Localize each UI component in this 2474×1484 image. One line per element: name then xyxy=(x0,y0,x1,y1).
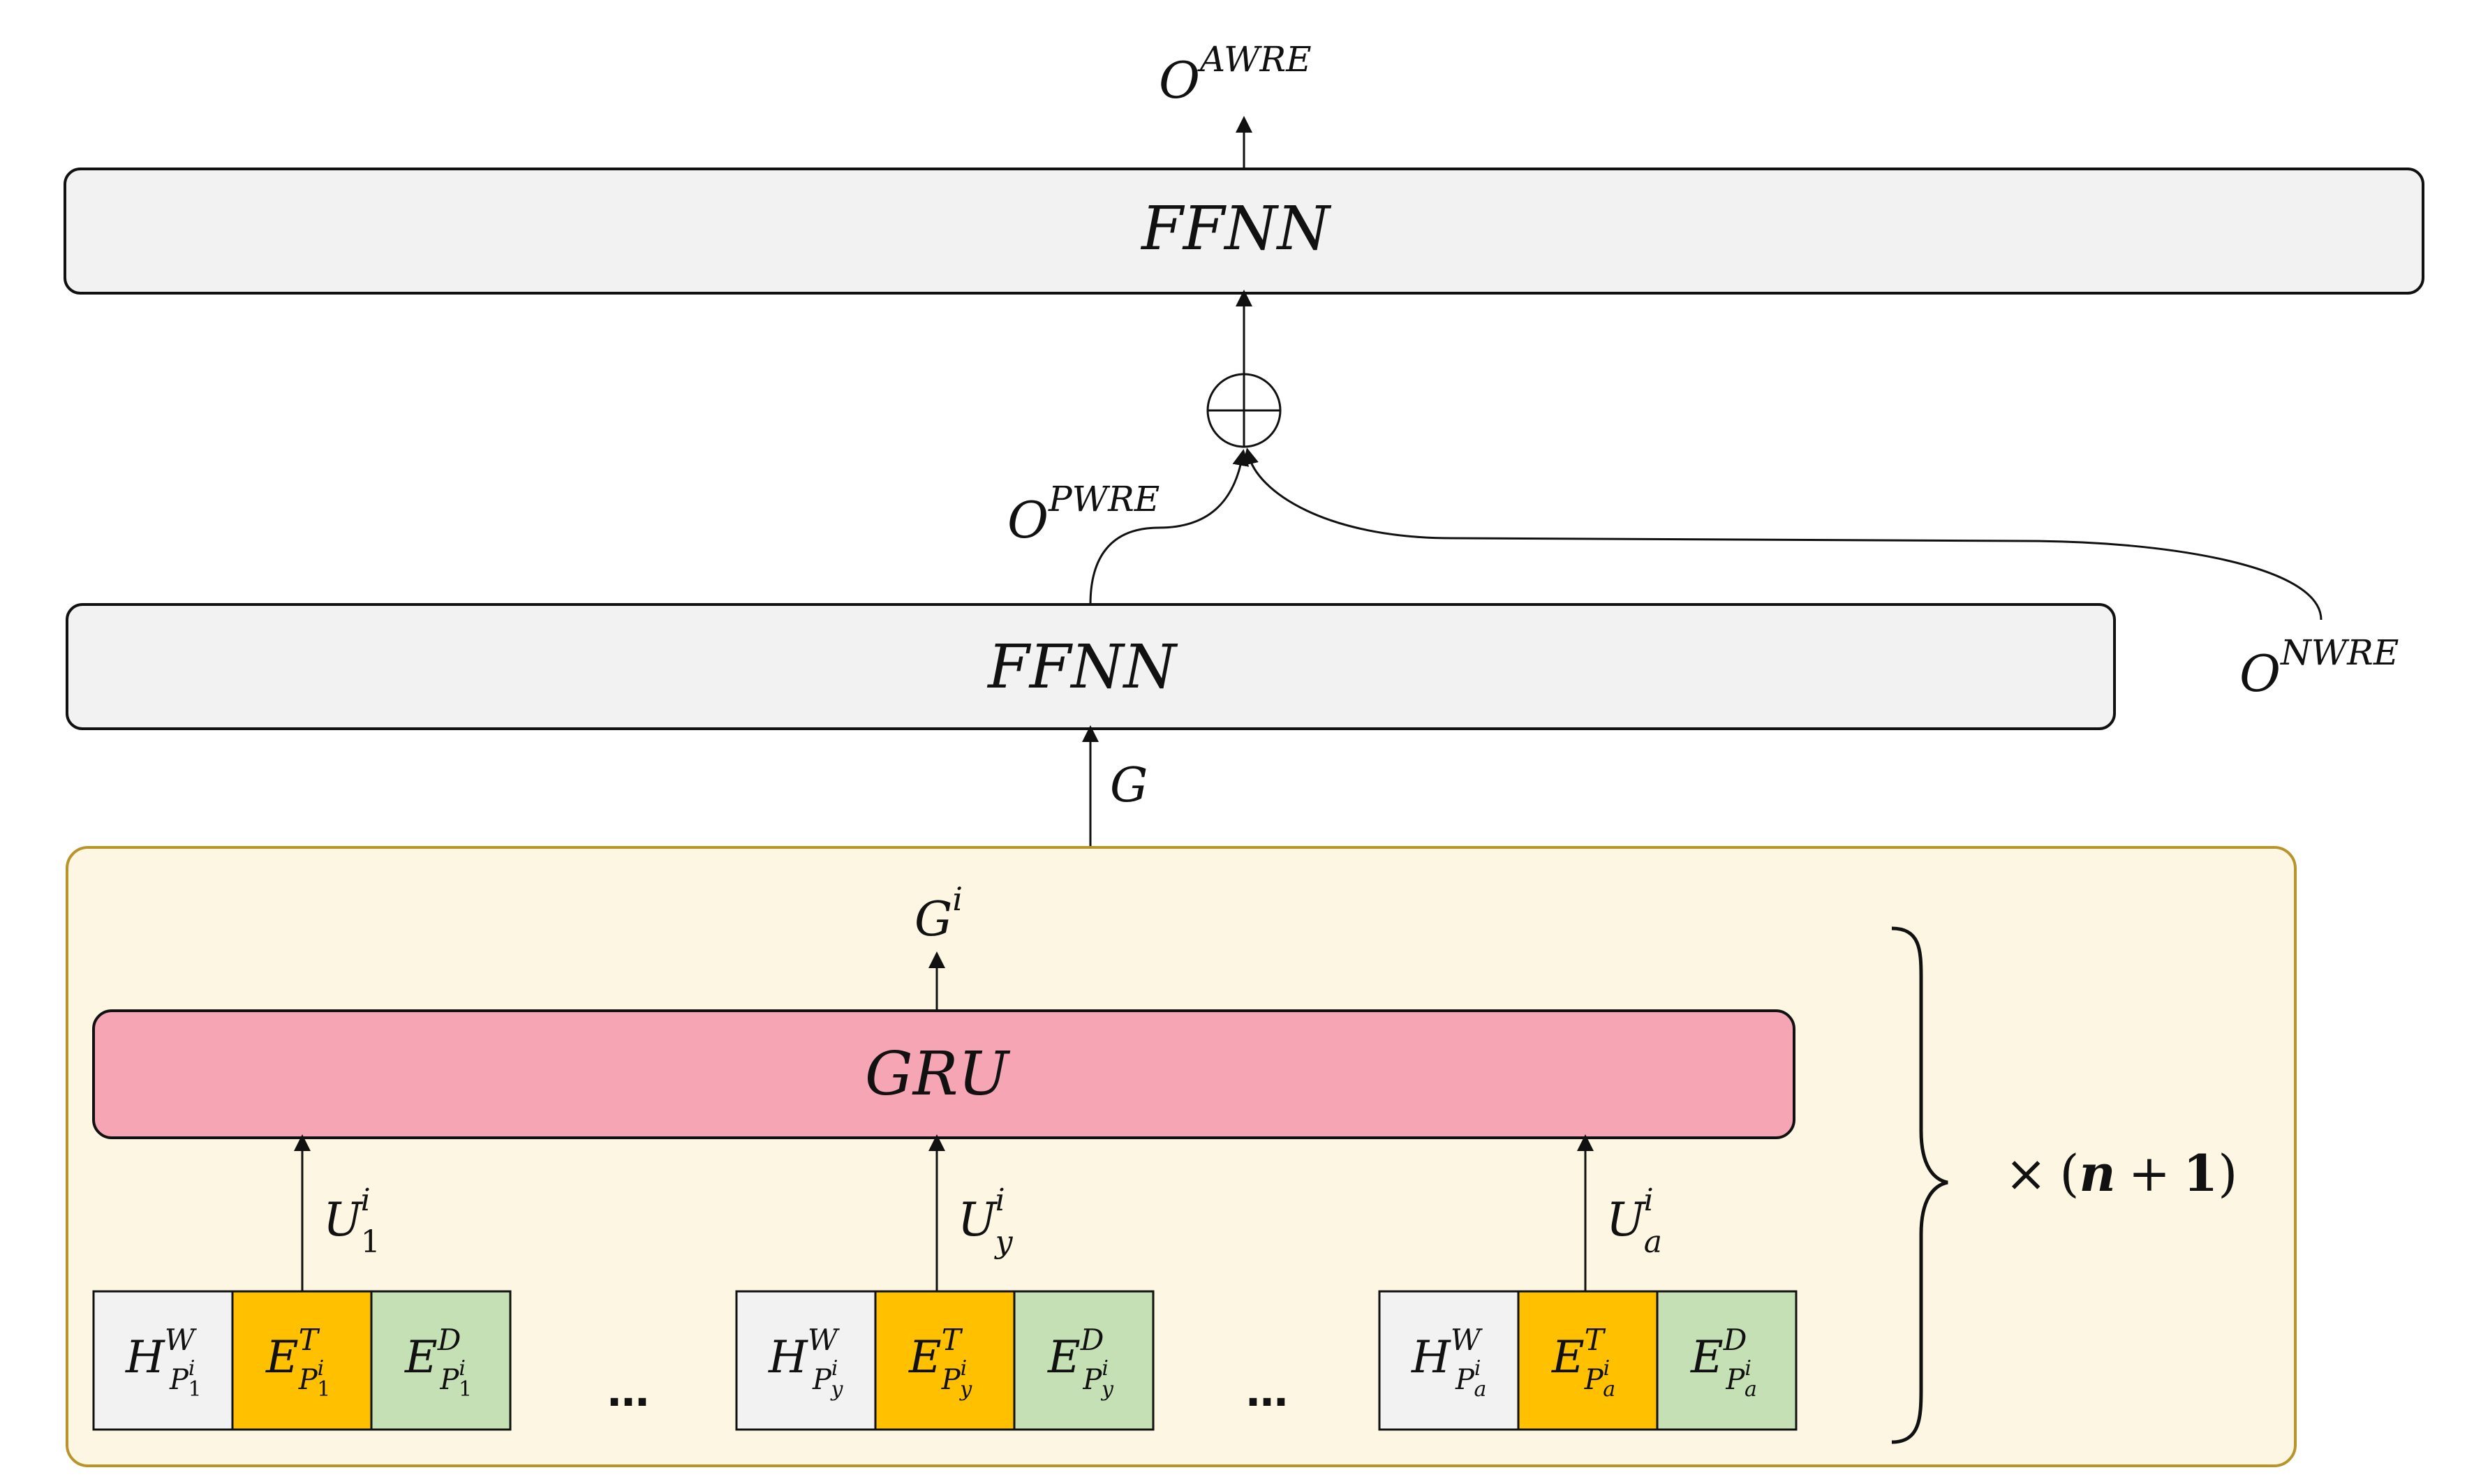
repeat-brace-icon xyxy=(1891,926,1948,1444)
output-nwre-label: ONWRE xyxy=(2239,632,2399,703)
nwre-curve xyxy=(1242,447,2323,621)
top-ffnn-label: FFNN xyxy=(1140,194,1332,264)
et-cell-3 xyxy=(1517,1290,1659,1431)
g-label: G xyxy=(1110,758,1148,813)
h-cell-2 xyxy=(735,1290,877,1431)
mid-ffnn-label: FFNN xyxy=(986,632,1178,702)
ed-cell-3 xyxy=(1656,1290,1798,1431)
ellipsis-1: … xyxy=(607,1367,649,1416)
pwre-curve xyxy=(1089,449,1250,605)
h-cell-3 xyxy=(1378,1290,1520,1431)
ed-cell-2 xyxy=(1013,1290,1155,1431)
output-awre-label: OAWRE xyxy=(1159,39,1312,110)
et-cell-2 xyxy=(874,1290,1016,1431)
et-cell-1 xyxy=(231,1290,373,1431)
output-pwre-label: OPWRE xyxy=(1007,479,1160,549)
ed-cell-1 xyxy=(370,1290,512,1431)
gi-label: Gi xyxy=(914,880,963,947)
ellipsis-2: … xyxy=(1246,1367,1288,1416)
repeat-label: ×(n+1) xyxy=(2005,1143,2237,1203)
gru-label: GRU xyxy=(865,1039,1010,1109)
